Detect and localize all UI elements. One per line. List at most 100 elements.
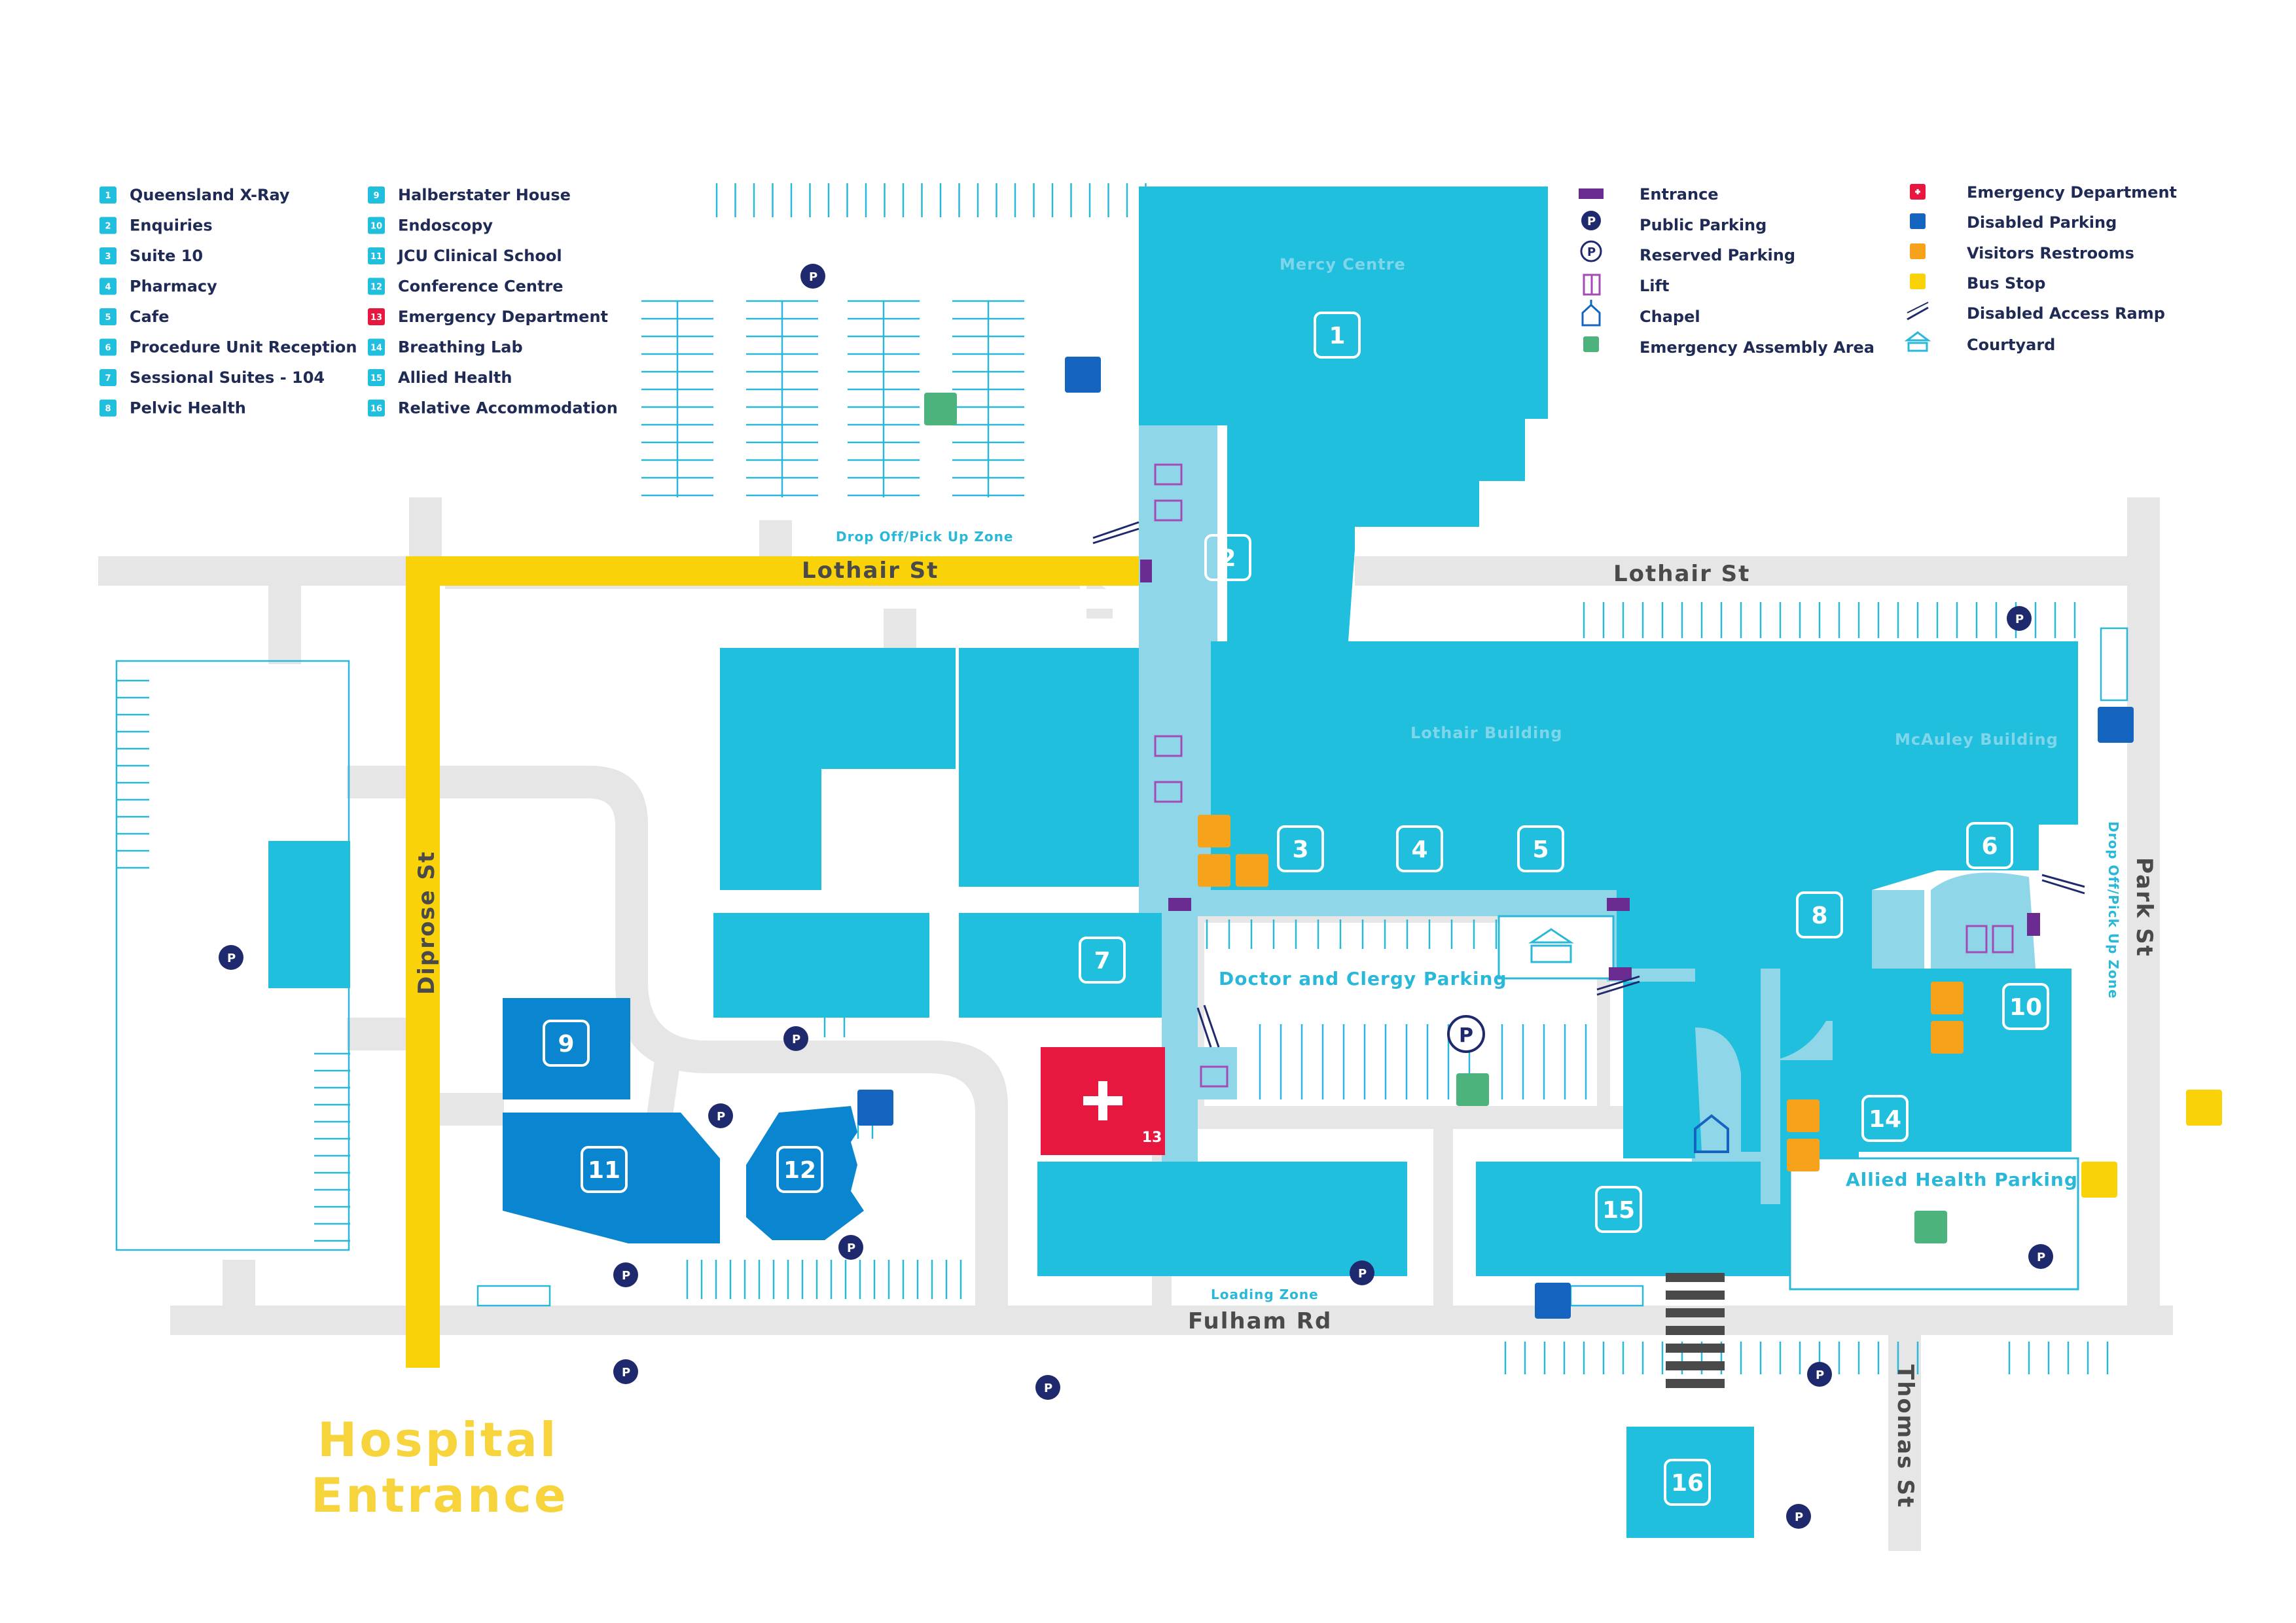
main-buildings xyxy=(268,187,2078,1538)
lift-icon xyxy=(1154,499,1183,522)
entrance-marker xyxy=(2027,913,2040,936)
legend-building-label: JCU Clinical School xyxy=(397,247,562,265)
legend-building-label: Breathing Lab xyxy=(398,338,523,357)
building-number-badge[interactable] xyxy=(1861,1095,1909,1142)
entrance-marker xyxy=(1609,967,1632,980)
legend-badge-number: 9 xyxy=(373,191,379,201)
building-number-badge[interactable] xyxy=(1796,891,1843,938)
restrooms-icon xyxy=(1910,243,1926,259)
public-parking-letter: P xyxy=(792,1033,800,1046)
legend-badge-10 xyxy=(368,217,385,234)
legend-badge-number: 11 xyxy=(370,252,382,262)
bus-stop-icon xyxy=(2081,1162,2117,1198)
public-parking-letter: P xyxy=(1044,1382,1052,1395)
legend-reserved-parking: Reserved Parking xyxy=(1640,246,1795,264)
lift-icon xyxy=(1200,1065,1229,1088)
legend-bus-stop: Bus Stop xyxy=(1967,274,2045,293)
building-number: 3 xyxy=(1292,836,1308,863)
legend-badge-14 xyxy=(368,338,385,356)
legend-badge-5 xyxy=(99,308,117,325)
building-number-badge[interactable] xyxy=(1517,825,1564,872)
building-number: 12 xyxy=(783,1157,816,1184)
building-number-badge[interactable] xyxy=(1595,1186,1642,1233)
building-number: 8 xyxy=(1811,902,1827,929)
legend-badge-15 xyxy=(368,369,385,386)
legend-restrooms: Visitors Restrooms xyxy=(1967,244,2134,262)
legend-building-label: Endoscopy xyxy=(398,217,493,235)
restrooms-icon xyxy=(1931,1021,1964,1054)
zone-allied-parking: Allied Health Parking xyxy=(1846,1169,2078,1190)
building-number-badge[interactable] xyxy=(1277,825,1324,872)
building-number-badge[interactable] xyxy=(2002,983,2049,1030)
legend-building-label: Allied Health xyxy=(398,368,512,387)
zone-dropoff-top: Drop Off/Pick Up Zone xyxy=(836,529,1013,544)
legend-badge-number: 14 xyxy=(370,344,382,353)
legend-badge-2 xyxy=(99,217,117,234)
building-number-badge[interactable] xyxy=(1966,822,2013,869)
legend-badge-8 xyxy=(99,399,117,417)
legend-badge-9 xyxy=(368,187,385,204)
legend-building-label: Pelvic Health xyxy=(130,399,246,418)
building-number-badge[interactable] xyxy=(1664,1459,1711,1506)
legend-badge-1 xyxy=(99,187,117,204)
assembly-area-icon xyxy=(1456,1073,1489,1106)
legend-chapel: Chapel xyxy=(1640,308,1700,326)
public-parking-icon xyxy=(2007,606,2032,631)
public-parking-letter: P xyxy=(1795,1510,1803,1524)
building-number: 11 xyxy=(588,1157,620,1184)
restrooms-icon xyxy=(1931,982,1964,1014)
building-number: 10 xyxy=(2009,994,2042,1021)
building-number-badge[interactable] xyxy=(581,1146,628,1193)
public-parking-letter: P xyxy=(1816,1368,1824,1382)
lift-icon xyxy=(1154,463,1183,486)
restrooms-icon xyxy=(1787,1139,1820,1171)
legend-badge-number: 8 xyxy=(105,404,111,414)
ramp-icon xyxy=(1907,302,1929,321)
chapel-icon xyxy=(1581,300,1601,327)
street-lothair-east: Lothair St xyxy=(1613,561,1750,587)
legend-badge-number: 16 xyxy=(370,404,382,414)
restrooms xyxy=(1198,815,1964,1171)
legend-badge-number: 4 xyxy=(105,283,111,293)
legend-disabled-parking: Disabled Parking xyxy=(1967,213,2117,232)
legend-building-label: Queensland X-Ray xyxy=(130,186,290,204)
public-parking-letter: P xyxy=(622,1269,630,1283)
reserved-parking-marker: P xyxy=(1447,1015,1485,1053)
public-parking-letter: P xyxy=(227,952,236,965)
legend-public-parking: Public Parking xyxy=(1640,216,1767,234)
disabled-parking-icon xyxy=(857,1090,893,1126)
lift-icon xyxy=(1992,925,2014,954)
building-number-badge[interactable] xyxy=(1314,312,1361,359)
legend-badge-3 xyxy=(99,247,117,264)
building-number-badge[interactable] xyxy=(776,1146,823,1193)
disabled-parking-icon xyxy=(1910,213,1926,229)
building-number: 1 xyxy=(1329,323,1345,349)
building-number-badge[interactable] xyxy=(543,1020,590,1067)
courtyard-icon xyxy=(1904,331,1931,352)
legend-badge-13 xyxy=(368,308,385,325)
building-number: 16 xyxy=(1671,1470,1704,1497)
hospital-entrance-line2: Entrance xyxy=(311,1468,569,1523)
legend-badge-12 xyxy=(368,277,385,295)
building-number-badge[interactable] xyxy=(1204,534,1251,581)
entrance-marker xyxy=(1607,898,1630,911)
legend-badge-number: 12 xyxy=(370,283,382,293)
crosswalk xyxy=(1666,1273,1725,1388)
public-parking-icon xyxy=(219,945,243,970)
legend-entrance: Entrance xyxy=(1640,185,1719,204)
reserved-parking-icon-letter: P xyxy=(1587,245,1596,259)
legend-building-label: Conference Centre xyxy=(398,277,564,296)
lift-icon xyxy=(1154,781,1183,803)
lift-icon xyxy=(1965,925,1988,954)
legend-building-label: Emergency Department xyxy=(398,308,608,326)
legend-badge-number: 7 xyxy=(105,374,111,383)
lifts xyxy=(1154,463,2014,1088)
public-parking-icon xyxy=(1581,211,1601,230)
legend-badge-number: 13 xyxy=(370,313,382,323)
public-parking-icon xyxy=(2028,1244,2053,1269)
building-name-mcauley: McAuley Building xyxy=(1895,730,2058,749)
public-parking-icon xyxy=(1807,1362,1832,1387)
legend-assembly-area: Emergency Assembly Area xyxy=(1640,338,1874,357)
building-number-badge[interactable] xyxy=(1396,825,1443,872)
building-number-badge[interactable] xyxy=(1079,936,1126,984)
